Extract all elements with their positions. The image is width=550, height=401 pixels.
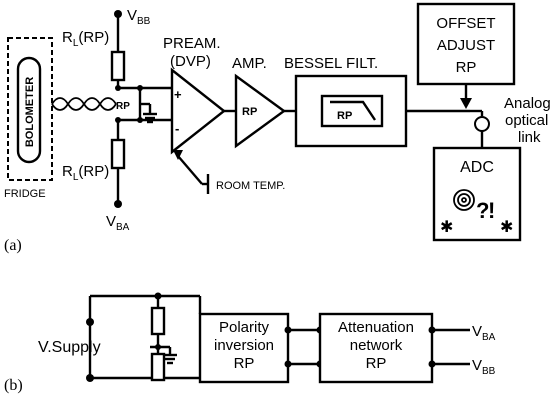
load-resistor-bottom: [110, 138, 126, 170]
offset-line3: RP: [456, 59, 477, 76]
bolometer-label: BOLOMETER: [24, 77, 36, 147]
fridge-label: FRIDGE: [4, 188, 46, 200]
vba-output-label: VBA: [472, 323, 496, 343]
lowpass-curve: [330, 100, 376, 121]
junction-dot: [428, 360, 436, 368]
rl-top-label: RL(RP): [62, 29, 109, 49]
junction-dot: [284, 360, 292, 368]
atten-line2: network: [350, 337, 403, 354]
offset-line2: ADJUST: [437, 37, 495, 54]
junction-dot: [86, 318, 94, 326]
room-temp-arrowhead: [173, 150, 183, 160]
bessel-rp-label: RP: [337, 110, 352, 122]
panel-a-label: (a): [4, 237, 22, 254]
preamp-plus: +: [174, 87, 182, 102]
offset-line1: OFFSET: [436, 15, 495, 32]
svg-text:✱: ✱: [500, 219, 513, 236]
supply-resistor-top: [150, 306, 166, 336]
polarity-line2: inversion: [214, 337, 274, 354]
junction-dot: [86, 374, 94, 382]
polarity-line3: RP: [234, 355, 255, 372]
atten-line1: Attenuation: [338, 319, 414, 336]
junction-dot: [114, 10, 122, 18]
supply-resistor-bottom: [150, 352, 166, 382]
polarity-line1: Polarity: [219, 319, 270, 336]
junction-dot: [284, 326, 292, 334]
vsupply-label: V.Supply: [38, 339, 101, 356]
bolometer-element: [16, 56, 42, 164]
optical-link-connector: [474, 116, 490, 132]
room-temp-label: ROOM TEMP.: [216, 180, 285, 192]
junction-dot: [114, 200, 122, 208]
svg-text:?: ?: [476, 198, 489, 223]
junction-dot: [428, 326, 436, 334]
adc-label: ADC: [460, 159, 494, 176]
rl-bottom-label: RL(RP): [62, 163, 109, 183]
preamp-minus: -: [175, 121, 179, 136]
junction-dot: [115, 85, 121, 91]
svg-text:!: !: [488, 198, 495, 223]
supply-network: [88, 294, 200, 382]
amp-rp-label: RP: [242, 106, 257, 118]
preamp-label-line2: (DVP): [170, 53, 211, 70]
junction-dot: [155, 344, 161, 350]
fridge-enclosure: [7, 37, 53, 181]
analog-line1: Analog: [504, 95, 550, 112]
panel-b-label: (b): [4, 377, 23, 394]
offset-adjust-box: [416, 2, 516, 86]
preamp-triangle: [170, 67, 226, 155]
preamp-label-line1: PREAM.: [163, 35, 221, 52]
svg-text:✱: ✱: [440, 219, 453, 236]
junction-dot: [115, 117, 121, 123]
load-resistor-network: [110, 14, 172, 204]
amp-label: AMP.: [232, 55, 267, 72]
vba-label: VBA: [106, 213, 130, 233]
load-resistor-top: [110, 50, 126, 82]
vbb-output-label: VBB: [472, 357, 496, 377]
offset-arrowhead: [460, 98, 472, 109]
junction-dot: [137, 117, 143, 123]
junction-dot: [154, 292, 162, 300]
polarity-inversion-box: [198, 312, 290, 384]
adc-box: [432, 146, 522, 242]
junction-dot: [137, 85, 143, 91]
rp-small-label: RP: [116, 101, 130, 112]
twisted-pair-cable: [51, 97, 117, 111]
room-temp-pointer: [177, 155, 203, 185]
analog-line2: optical: [505, 112, 548, 129]
bessel-label: BESSEL FILT.: [284, 55, 378, 72]
vbb-label: VBB: [127, 7, 151, 27]
attenuation-network-box: [318, 312, 434, 384]
analog-line3: link: [518, 129, 541, 146]
atten-line3: RP: [366, 355, 387, 372]
amp-triangle: [234, 73, 287, 149]
adc-doodle-icon: ? ! ✱ ✱: [440, 189, 513, 236]
